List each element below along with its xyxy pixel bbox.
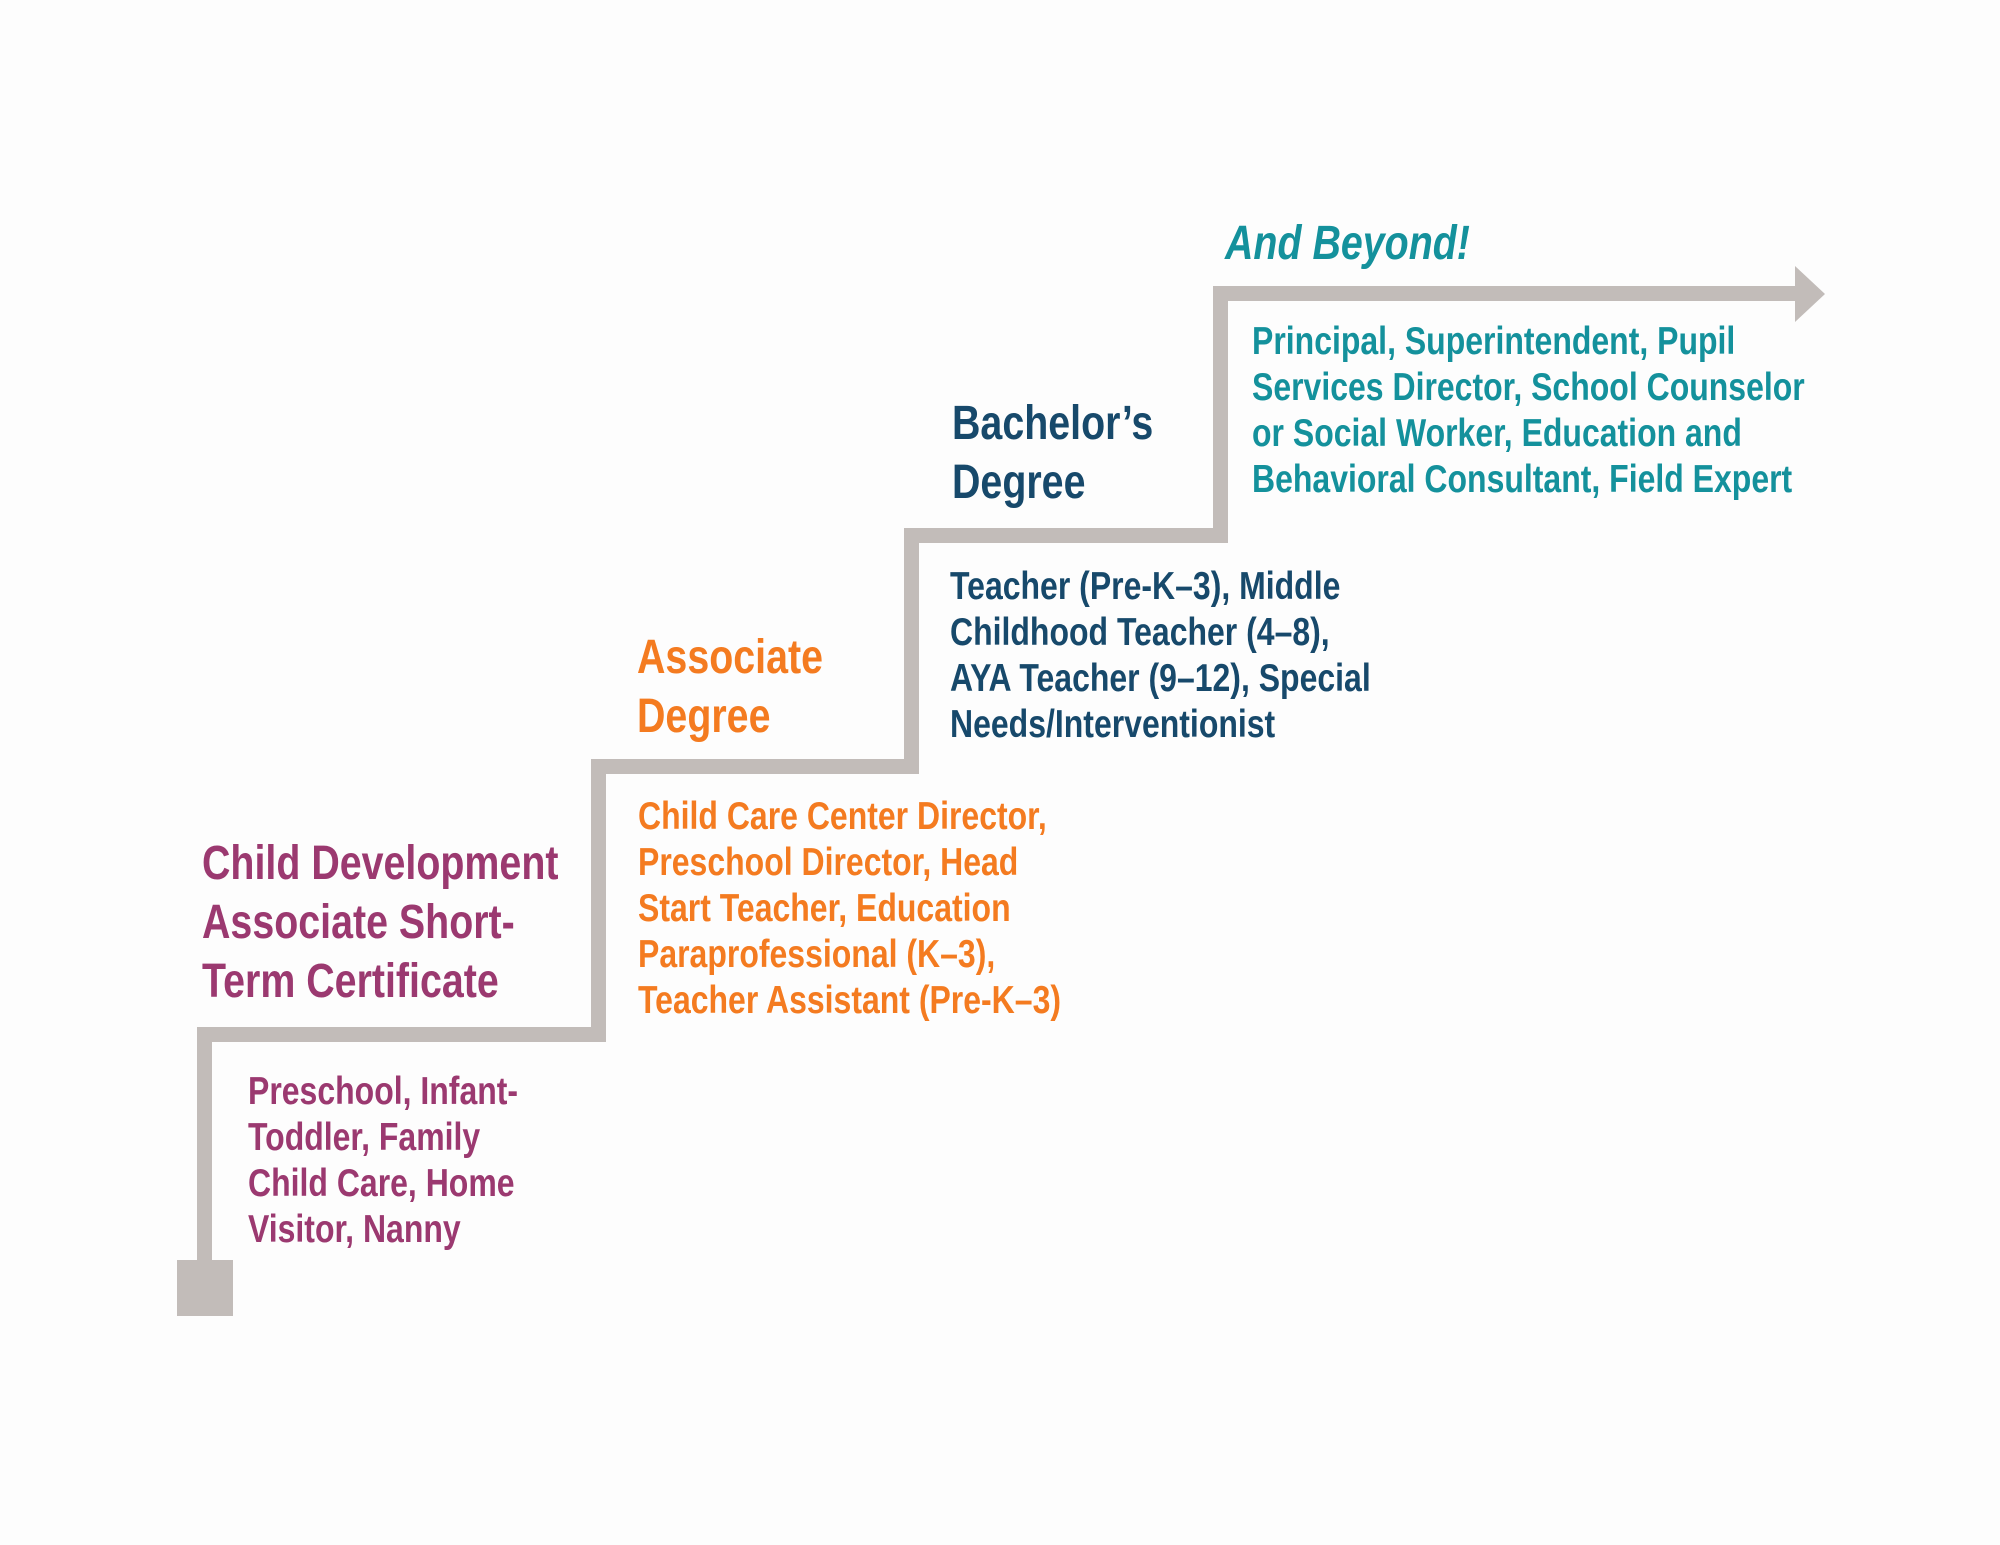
staircase-run-2 <box>591 759 919 774</box>
step4-heading: And Beyond! <box>1225 217 1470 270</box>
staircase-run-4 <box>1213 286 1795 301</box>
step1-heading: Child Development Associate Short- Term … <box>202 837 559 1008</box>
staircase-riser-2 <box>591 759 606 1042</box>
staircase-start-square <box>177 1260 233 1316</box>
step4-jobs-list: Principal, Superintendent, Pupil Service… <box>1252 320 1805 501</box>
staircase-riser-1 <box>197 1027 212 1260</box>
staircase-riser-4 <box>1213 286 1228 543</box>
staircase-run-3 <box>904 528 1228 543</box>
staircase-run-1 <box>197 1027 606 1042</box>
arrow-right-icon <box>1795 266 1825 322</box>
step2-heading: Associate Degree <box>637 631 823 743</box>
step2-jobs-list: Child Care Center Director, Preschool Di… <box>638 795 1062 1022</box>
staircase-riser-3 <box>904 528 919 774</box>
step3-heading: Bachelor’s Degree <box>952 397 1154 509</box>
step3-jobs-list: Teacher (Pre-K–3), Middle Childhood Teac… <box>950 565 1371 746</box>
step1-jobs-list: Preschool, Infant- Toddler, Family Child… <box>248 1070 519 1251</box>
